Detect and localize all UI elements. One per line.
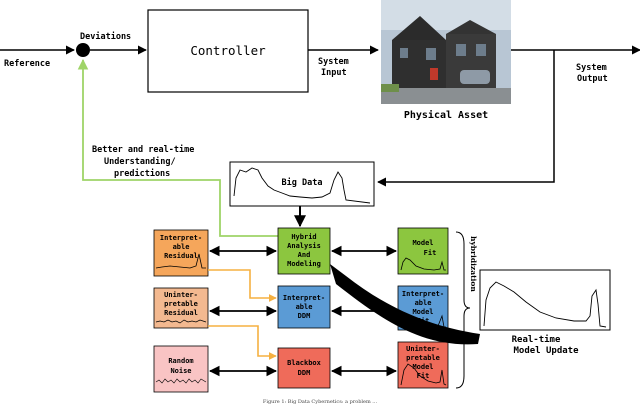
interpretable-residual-line-3: Residual [164, 252, 198, 260]
realtime-update-box [479, 269, 611, 331]
blackbox-ddm-line-2: DDM [298, 369, 311, 377]
system-input-label-2: Input [321, 68, 347, 78]
uninterpretable-model-fit-line-4: Fit [417, 372, 430, 380]
big-data-label: Big Data [282, 177, 323, 188]
hybridization-bracket [455, 231, 471, 389]
interpretable-ddm-line-1: Interpret- [283, 294, 325, 302]
uninterp-to-blackbox-arrow [208, 325, 277, 360]
residual-to-ddm-arrow [208, 269, 277, 302]
controller-box [147, 9, 309, 93]
uninterpretable-residual-line-3: Residual [164, 309, 198, 317]
output-to-bigdata-arrow [377, 50, 555, 187]
model-fit-box [397, 227, 449, 275]
random-noise-line-2: Noise [170, 367, 191, 375]
realtime-update-curve [483, 281, 607, 328]
uninterpretable-residual-line-1: Uninter- [164, 291, 198, 299]
system-output-label-1: System [576, 63, 607, 73]
uninterpretable-residual-box [153, 287, 209, 329]
interpretable-ddm-line-3: DDM [298, 312, 311, 320]
model-fit-line-1: Model [412, 239, 433, 247]
hybrid-analysis-box [277, 227, 331, 275]
physical-asset-photo [381, 0, 511, 104]
hybrid-line-1: Hybrid [291, 233, 316, 241]
system-input-label-1: System [318, 57, 349, 67]
random-noise-box [153, 345, 209, 393]
interpretable-residual-line-1: Interpret- [160, 234, 202, 242]
figure-caption: Figure 1: Big Data Cybernetics: a proble… [263, 399, 378, 405]
uninterpretable-model-fit-line-3: Model [412, 363, 433, 371]
feedback-label-3: predictions [114, 168, 170, 179]
interpretable-residual-line-2: able [173, 243, 190, 251]
uninterpretable-residual-line-2: pretable [164, 300, 198, 308]
interpretable-model-fit-line-3: Model [412, 308, 433, 316]
feedback-arrow [77, 58, 278, 237]
hybrid-line-4: Modeling [287, 260, 321, 268]
realtime-label-1: Real-time [512, 334, 561, 345]
interpretable-residual-box [153, 229, 209, 277]
interpretable-ddm-box [277, 285, 331, 329]
big-data-curve [233, 167, 371, 204]
blackbox-ddm-line-1: Blackbox [287, 359, 322, 367]
hybridization-label: hybridization [469, 236, 478, 292]
physical-asset-label: Physical Asset [404, 109, 488, 121]
interpretable-model-fit-line-2: able [415, 299, 432, 307]
interpretable-ddm-line-2: able [296, 303, 313, 311]
hybrid-line-2: Analysis [287, 242, 321, 250]
big-data-box [229, 161, 375, 207]
feedback-label-1: Better and real-time [92, 144, 194, 155]
uninterpretable-model-fit-line-2: pretable [406, 354, 440, 362]
interpretable-model-fit-line-1: Interpret- [402, 290, 444, 298]
reference-label: Reference [4, 59, 50, 69]
random-noise-line-1: Random [168, 357, 193, 365]
realtime-label-2: Model Update [513, 346, 579, 356]
system-output-label-2: Output [577, 74, 608, 84]
feedback-label-2: Understanding/ [104, 156, 176, 167]
hybrid-line-3: And [298, 251, 311, 259]
summing-junction [76, 43, 90, 57]
model-fit-line-2: Fit [424, 249, 437, 257]
model-update-curved-arrow [330, 264, 480, 345]
uninterpretable-model-fit-box [397, 341, 449, 389]
deviations-label: Deviations [80, 31, 131, 42]
uninterpretable-model-fit-line-1: Uninter- [406, 345, 440, 353]
blackbox-ddm-box [277, 347, 331, 389]
controller-label: Controller [190, 43, 266, 58]
